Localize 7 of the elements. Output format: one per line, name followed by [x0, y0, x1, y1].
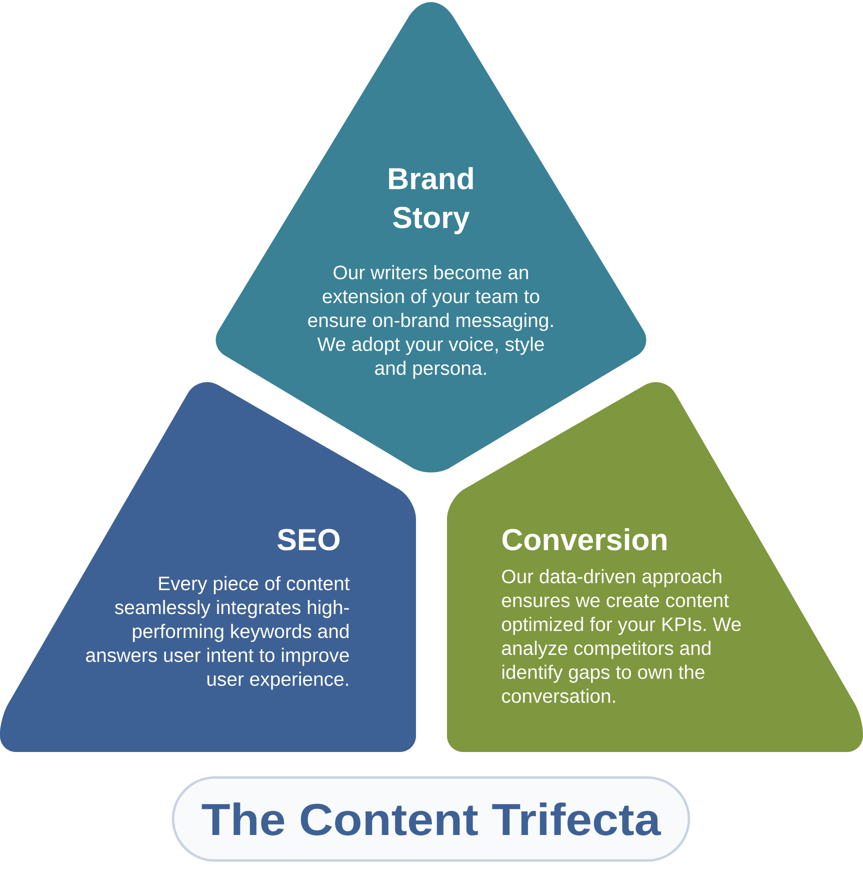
segment-text: Our data-driven approach ensures we create content optimized for your KPIs. We analyze competitors and identify gaps to own the conversation.	[502, 569, 741, 703]
segment-heading: Conversion	[502, 528, 666, 550]
segment-heading: Brand Story	[389, 167, 473, 234]
segment-heading: SEO	[278, 528, 340, 550]
segment-text: Every piece of content seamlessly integrates high-performing keywords and answers user intent to improve user experience.	[86, 576, 350, 690]
segment-text: Our writers become an extension of your team to ensure on-brand messaging. We adopt your voice, style and persona.	[308, 265, 553, 379]
title-banner: The Content Trifecta	[172, 776, 690, 862]
